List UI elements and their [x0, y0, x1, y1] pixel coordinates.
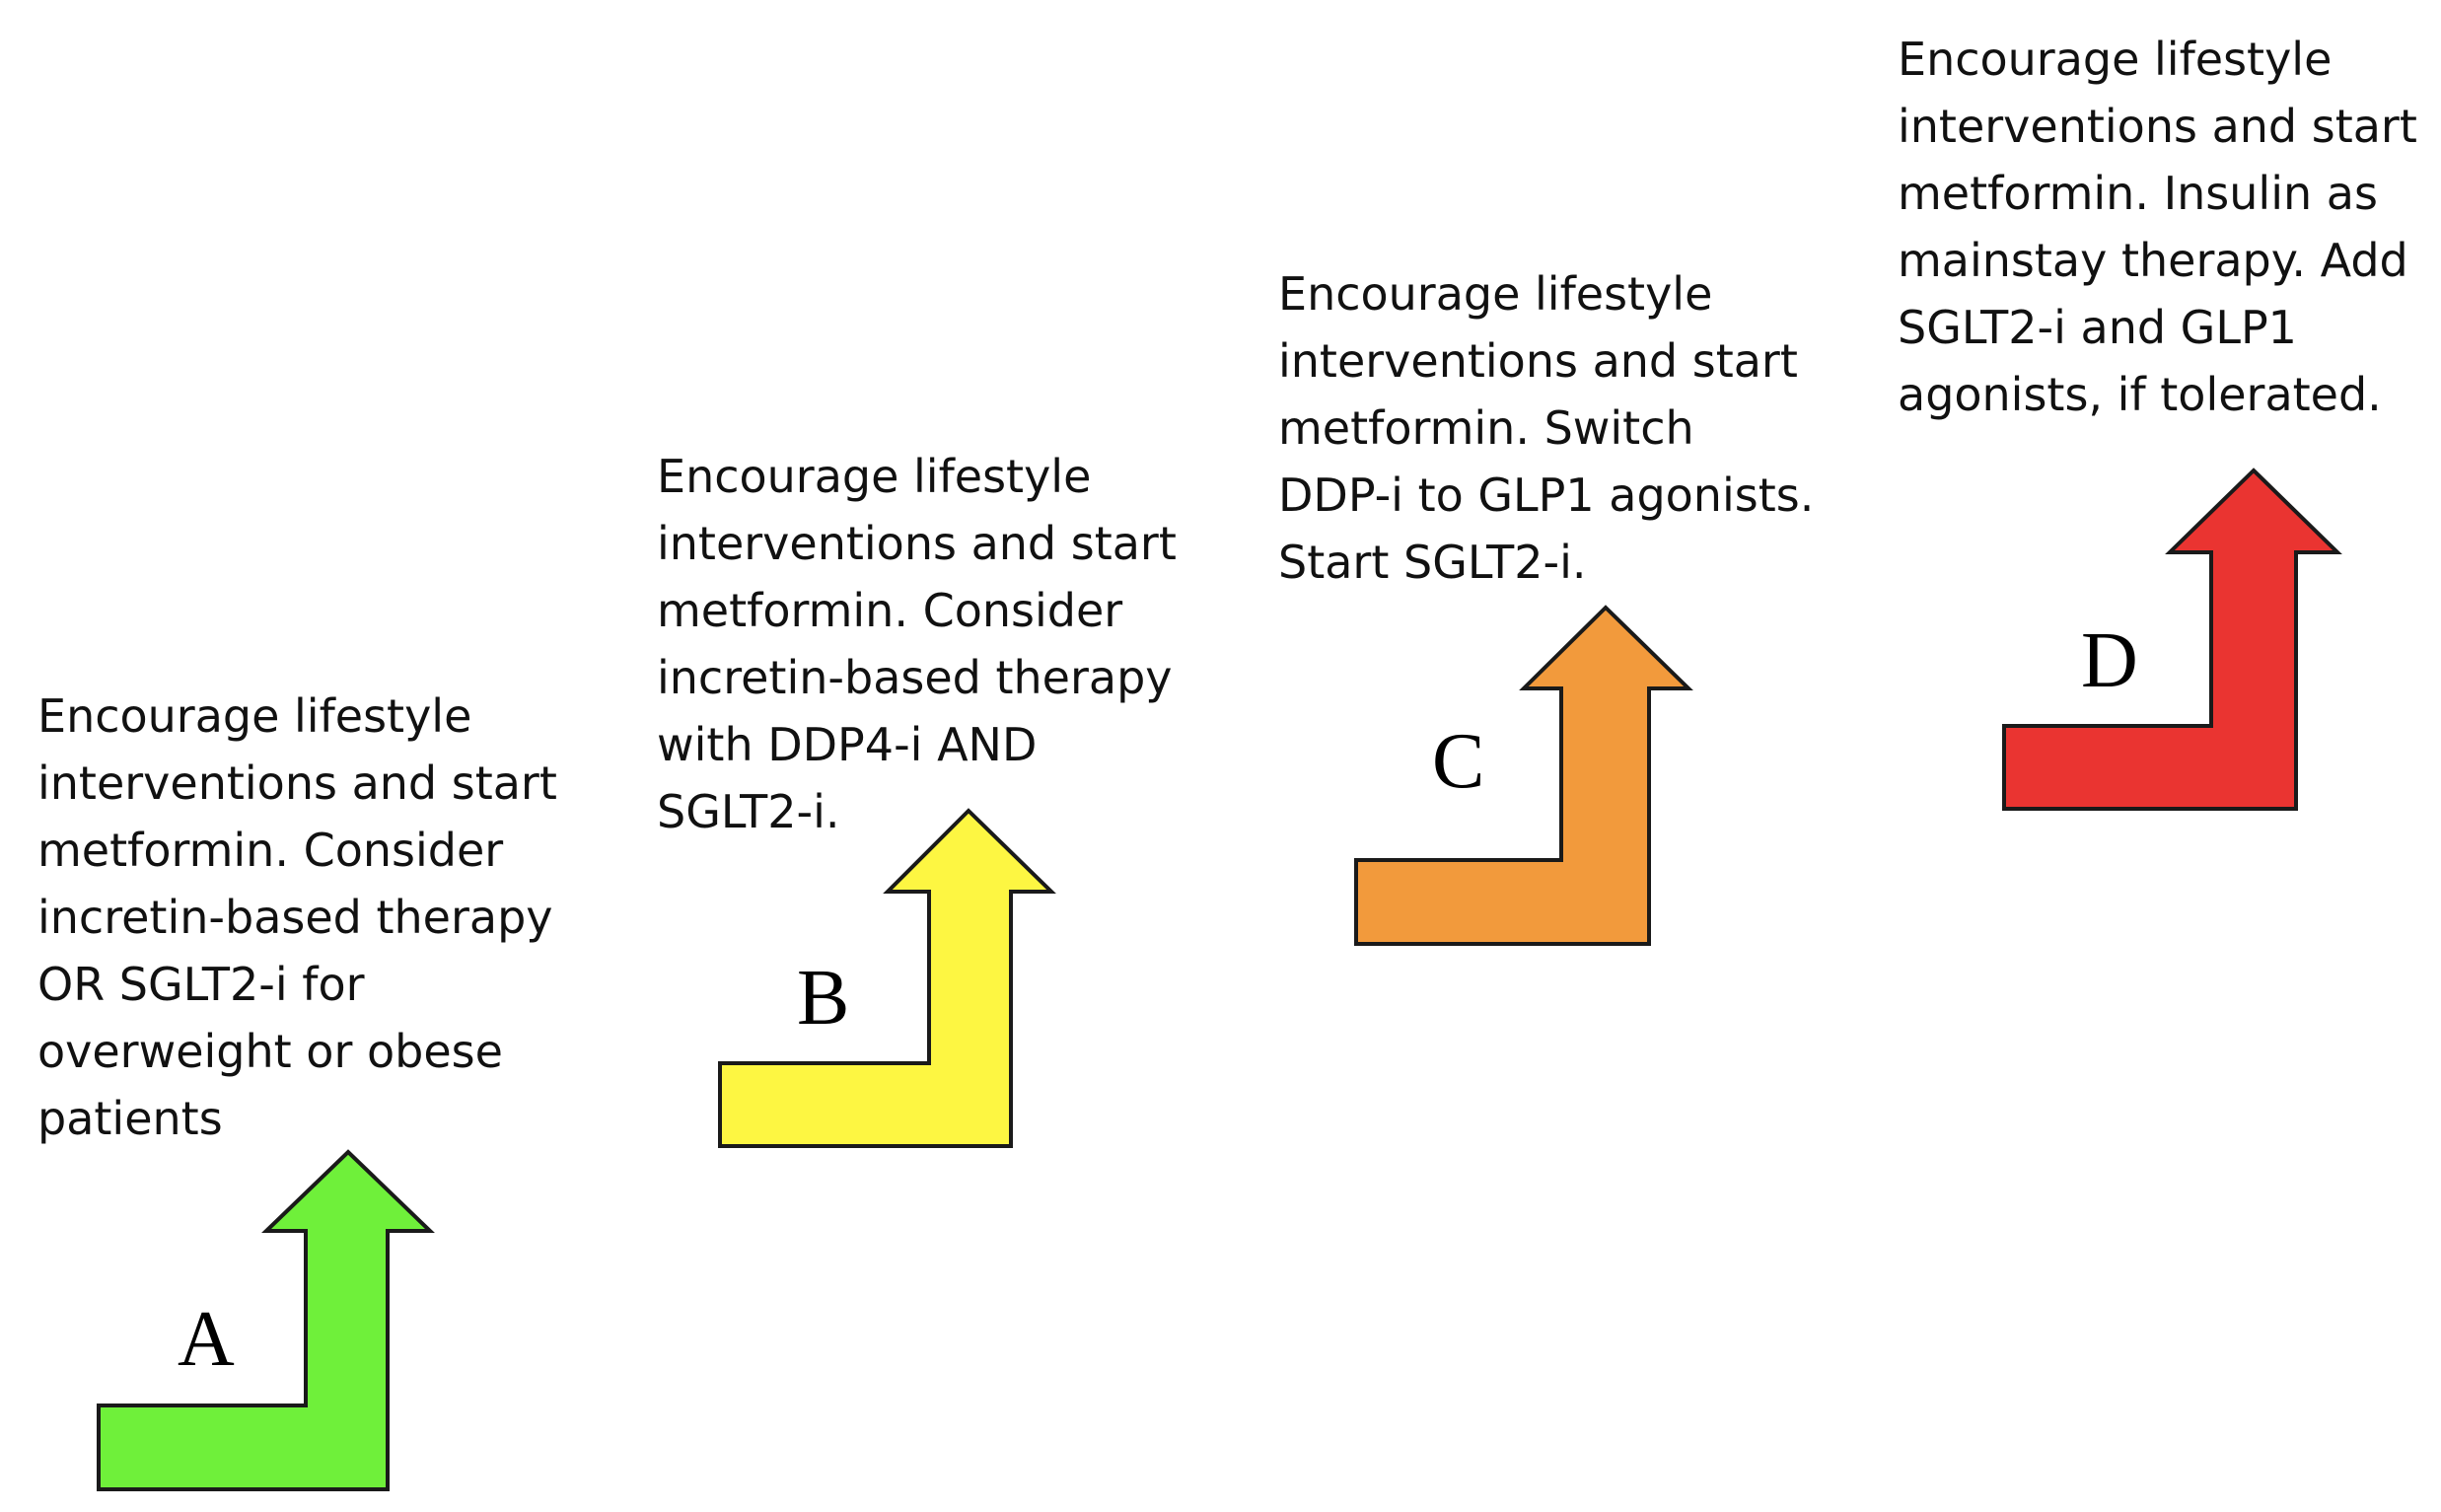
step-a-letter: A: [178, 1296, 235, 1383]
step-b-arrow-shape: [718, 808, 1056, 1148]
step-d-text: Encourage lifestyle interventions and st…: [1898, 33, 2417, 421]
step-d-arrow-shape: [2002, 468, 2342, 811]
step-c-arrow-shape: [1354, 605, 1693, 946]
step-a-text: Encourage lifestyle interventions and st…: [37, 689, 557, 1145]
step-b-text: Encourage lifestyle interventions and st…: [657, 450, 1177, 838]
step-a-arrow-shape: [97, 1149, 435, 1491]
step-d-letter: D: [2081, 617, 2138, 704]
step-c-text: Encourage lifestyle interventions and st…: [1278, 267, 1815, 589]
step-c-letter: C: [1432, 718, 1485, 805]
step-b-letter: B: [797, 955, 850, 1042]
